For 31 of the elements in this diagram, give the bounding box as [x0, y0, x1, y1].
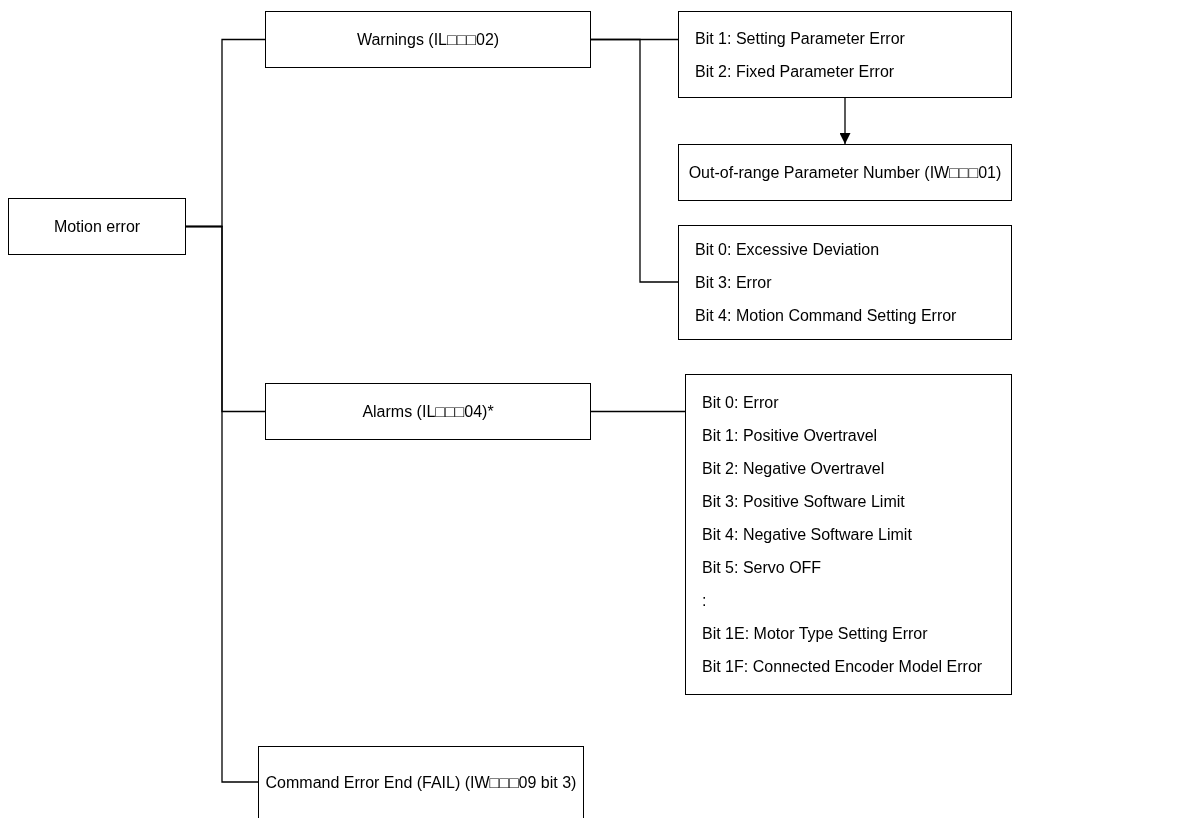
box-text: Command Error End (FAIL) (IW□□□09 bit 3)	[265, 773, 577, 792]
box-text: Bit 1: Setting Parameter Error	[695, 28, 905, 49]
process-box	[258, 746, 584, 818]
box-text: Out-of-range Parameter Number (IW□□□01)	[688, 163, 1002, 182]
box-text: Bit 1E: Motor Type Setting Error	[702, 624, 928, 644]
list-box	[678, 11, 1012, 98]
box-text: Bit 4: Motion Command Setting Error	[695, 306, 957, 326]
box-text: Warnings (IL□□□02)	[356, 30, 500, 49]
process-box	[265, 11, 591, 68]
process-box	[678, 144, 1012, 201]
process-box	[265, 383, 591, 440]
box-text: Bit 1: Positive Overtravel	[702, 426, 878, 446]
box-text: Bit 3: Error	[695, 273, 772, 293]
box-text: Bit 5: Servo OFF	[702, 558, 822, 578]
box-text: Alarms (IL□□□04)*	[362, 402, 494, 421]
box-text: Bit 0: Error	[702, 393, 779, 413]
process-box	[8, 198, 186, 255]
list-box	[685, 374, 1012, 695]
arrow	[839, 97, 851, 145]
box-text: Bit 2: Fixed Parameter Error	[695, 61, 895, 82]
list-box	[678, 225, 1012, 340]
box-text: Bit 2: Negative Overtravel	[702, 459, 885, 479]
box-text: Bit 0: Excessive Deviation	[695, 240, 880, 260]
box-text: Bit 4: Negative Software Limit	[702, 525, 912, 545]
box-text: Bit 1F: Connected Encoder Model Error	[702, 657, 983, 677]
box-text: Bit 3: Positive Software Limit	[702, 492, 905, 512]
box-text: :	[702, 591, 707, 611]
box-text: Motion error	[53, 217, 141, 236]
connector-line	[590, 410, 686, 413]
connector-line	[185, 225, 259, 783]
connector-line	[590, 38, 679, 283]
